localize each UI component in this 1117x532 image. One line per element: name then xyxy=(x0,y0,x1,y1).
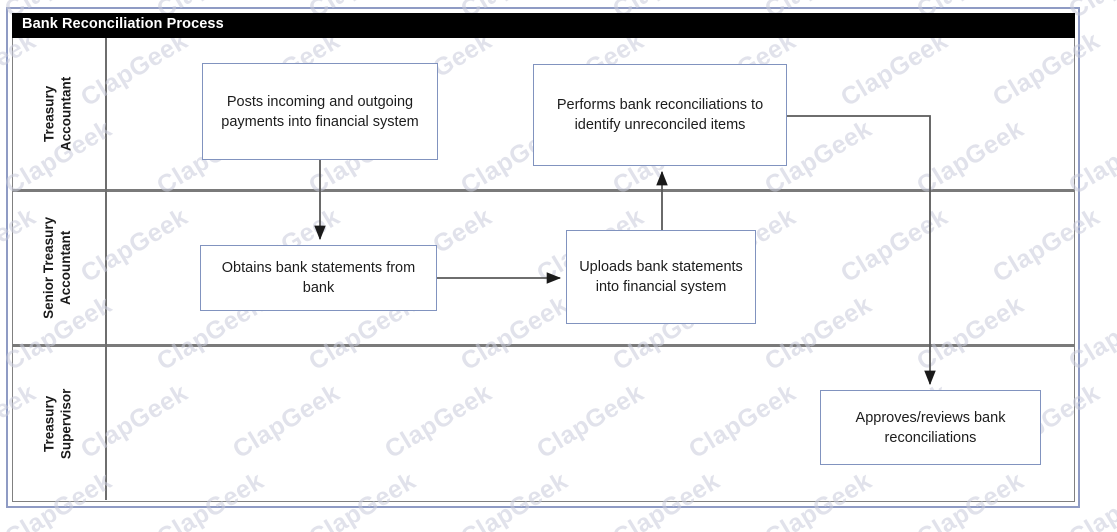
lane-label-treasury-accountant: Treasury Accountant xyxy=(12,38,105,189)
node-label: Posts incoming and outgoing payments int… xyxy=(221,93,419,130)
lane-label-line1: Treasury xyxy=(41,395,57,452)
lane-label-line1: Senior Treasury xyxy=(41,216,57,320)
lane-label-treasury-supervisor: Treasury Supervisor xyxy=(12,347,105,500)
lane-label-line1: Treasury xyxy=(41,85,57,142)
node-obtains-statements[interactable]: Obtains bank statements from bank xyxy=(200,245,437,311)
node-label: Uploads bank statements into financial s… xyxy=(579,259,743,295)
lane-separator-2 xyxy=(12,344,1075,347)
node-label: Obtains bank statements from bank xyxy=(221,260,416,296)
node-approves-reconciliations[interactable]: Approves/reviews bank reconciliations xyxy=(820,390,1041,465)
node-posts-payments[interactable]: Posts incoming and outgoing payments int… xyxy=(202,63,438,160)
diagram-title-bar: Bank Reconciliation Process xyxy=(12,13,1075,38)
lane-label-line2: Supervisor xyxy=(58,388,74,459)
node-label: Performs bank reconciliations to identif… xyxy=(556,97,764,133)
node-label: Approves/reviews bank reconciliations xyxy=(855,409,1006,446)
node-performs-reconciliations[interactable]: Performs bank reconciliations to identif… xyxy=(533,64,787,166)
diagram-title: Bank Reconciliation Process xyxy=(22,16,224,32)
diagram-outer-frame xyxy=(6,7,1080,508)
node-uploads-statements[interactable]: Uploads bank statements into financial s… xyxy=(566,230,756,324)
lane-separator-1 xyxy=(12,189,1075,192)
lane-label-column-divider xyxy=(105,38,107,500)
lane-label-senior-treasury-accountant: Senior Treasury Accountant xyxy=(12,192,105,344)
lane-label-line2: Accountant xyxy=(58,76,74,151)
lane-label-line2: Accountant xyxy=(58,230,74,306)
